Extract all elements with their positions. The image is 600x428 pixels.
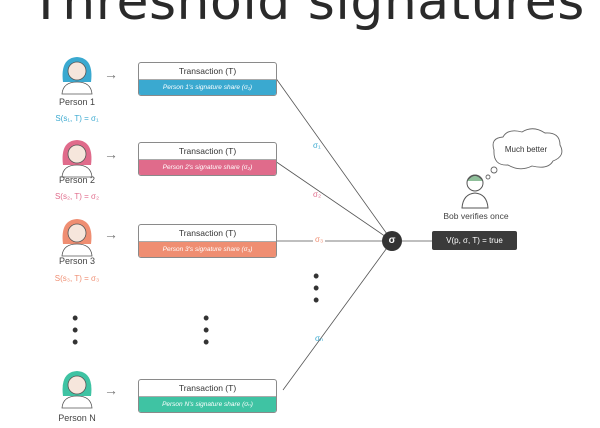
line-person-1 — [274, 76, 393, 242]
verification-box: V(p, σ, T) = true — [432, 231, 517, 250]
signature-share-n: Person N's signature share (σₙ) — [139, 397, 276, 412]
aggregate-signature-node: σ — [382, 231, 402, 251]
transaction-title: Transaction (T) — [139, 63, 276, 80]
signature-share-1: Person 1's signature share (σ₁) — [139, 80, 276, 95]
person-1-formula: S(s₁, T) = σ₁ — [55, 114, 99, 123]
page-title: Threshold signatures — [30, 0, 585, 32]
person-2-name: Person 2 — [58, 175, 96, 185]
signature-share-2: Person 2's signature share (σ₂) — [139, 160, 276, 175]
ellipsis-people: • • • — [72, 308, 79, 352]
transaction-box-2: Transaction (T) Person 2's signature sha… — [138, 142, 277, 176]
person-1-name: Person 1 — [58, 97, 96, 107]
sigma-label-3: σ₃ — [313, 235, 326, 244]
line-person-n — [282, 240, 393, 391]
bob-label: Bob verifies once — [443, 211, 509, 221]
arrow-right-icon: → — [104, 146, 118, 162]
transaction-box-1: Transaction (T) Person 1's signature sha… — [138, 62, 277, 96]
line-person-2 — [274, 160, 393, 242]
ellipsis-signatures: • • • — [313, 266, 320, 310]
person-icon-3 — [61, 219, 93, 257]
arrow-right-icon: → — [104, 226, 118, 242]
sigma-label-2: σ₂ — [313, 190, 322, 199]
person-n-name: Person N — [58, 413, 96, 423]
signature-share-3: Person 3's signature share (σ₃) — [139, 242, 276, 257]
transaction-title: Transaction (T) — [139, 225, 276, 242]
person-2-formula: S(s₂, T) = σ₂ — [54, 192, 100, 201]
person-icon-n — [61, 371, 93, 409]
ellipsis-transactions: • • • — [203, 308, 210, 352]
person-3-name: Person 3 — [58, 256, 96, 266]
transaction-box-3: Transaction (T) Person 3's signature sha… — [138, 224, 277, 258]
arrow-right-icon: → — [104, 382, 118, 398]
sigma-label-1: σ₁ — [313, 141, 321, 150]
transaction-title: Transaction (T) — [139, 143, 276, 160]
person-icon-2 — [61, 140, 93, 178]
bob-icon — [461, 174, 489, 209]
arrow-right-icon: → — [104, 66, 118, 82]
person-icon-1 — [61, 57, 93, 95]
thought-bubble-icon — [485, 128, 563, 180]
person-3-formula: S(s₃, T) = σ₃ — [54, 274, 100, 283]
sigma-label-n: σₙ — [315, 334, 324, 343]
thought-text: Much better — [504, 145, 548, 154]
transaction-box-n: Transaction (T) Person N's signature sha… — [138, 379, 277, 413]
transaction-title: Transaction (T) — [139, 380, 276, 397]
